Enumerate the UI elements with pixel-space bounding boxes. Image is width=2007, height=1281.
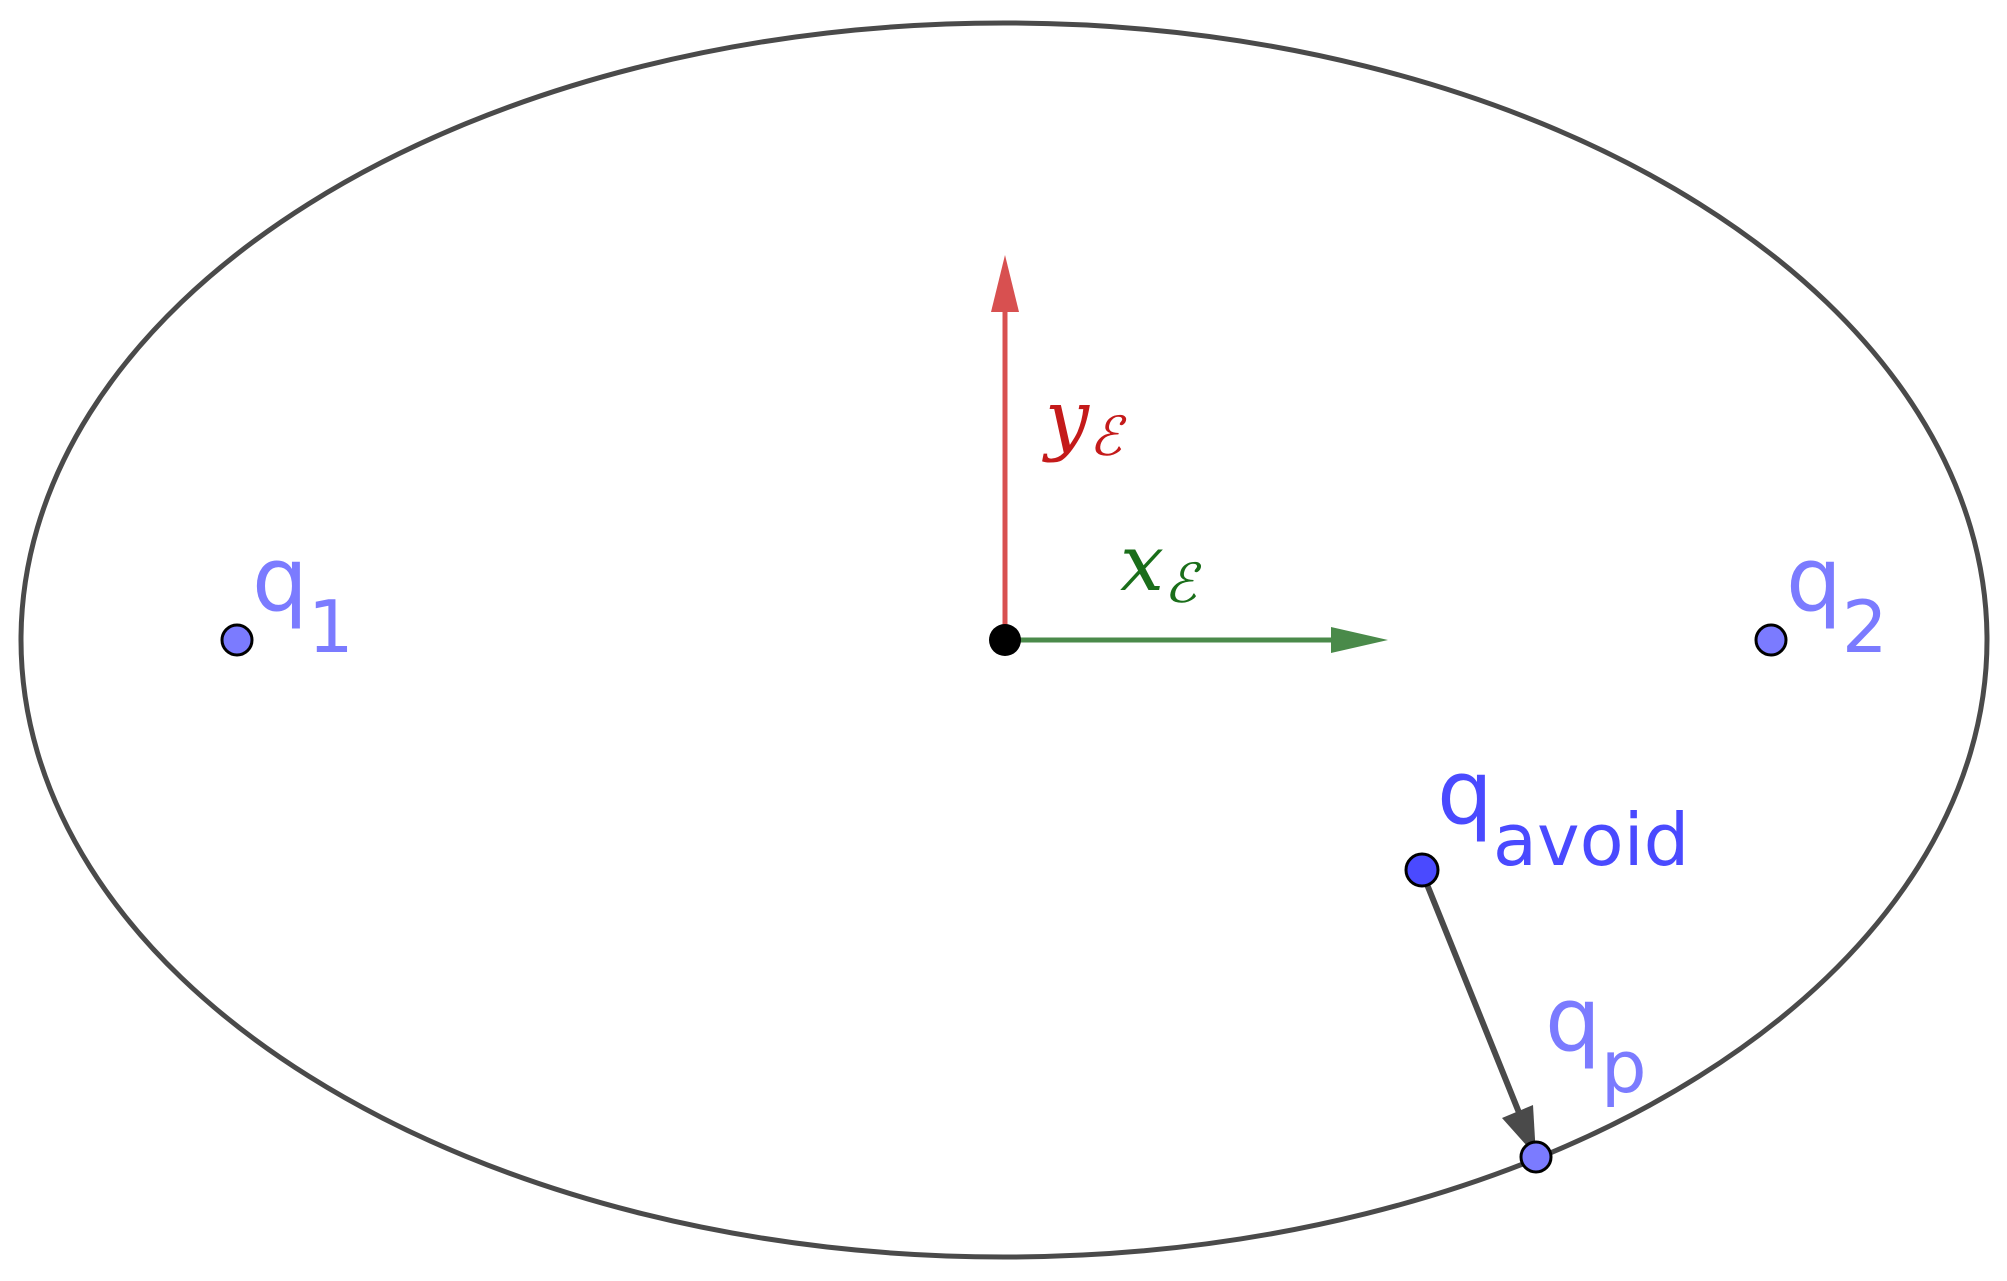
label-q2-subscript: 2 [1842, 585, 1888, 669]
ellipse-boundary [18, 20, 1990, 1260]
y-axis-symbol: y [1042, 374, 1090, 464]
y-axis-subscript: ℰ [1089, 405, 1127, 468]
point-q-avoid [1404, 852, 1440, 888]
label-q-avoid-base: q [1437, 741, 1493, 844]
label-q1-base: q [252, 528, 308, 631]
label-q-p: qp [1545, 968, 1647, 1109]
y-axis-arrowhead [991, 255, 1019, 312]
point-q-p [1519, 1140, 1553, 1174]
label-q2-base: q [1786, 528, 1842, 631]
center-point [989, 624, 1021, 656]
x-axis-arrowhead [1331, 627, 1388, 653]
label-q2: q2 [1786, 528, 1888, 669]
point-q1 [220, 623, 254, 657]
avoid-vector-line [1419, 870, 1525, 1122]
label-q-p-base: q [1545, 968, 1601, 1071]
label-q-avoid: qavoid [1437, 741, 1689, 882]
point-q2 [1754, 623, 1788, 657]
x-axis-symbol: x [1120, 519, 1164, 609]
label-q-p-subscript: p [1601, 1025, 1647, 1109]
y-axis-label: yℰ [1042, 374, 1127, 468]
label-q-avoid-subscript: avoid [1493, 798, 1690, 882]
x-axis-subscript: ℰ [1164, 552, 1202, 615]
label-q1-subscript: 1 [308, 585, 354, 669]
label-q1: q1 [252, 528, 354, 669]
x-axis-label: xℰ [1120, 519, 1202, 615]
